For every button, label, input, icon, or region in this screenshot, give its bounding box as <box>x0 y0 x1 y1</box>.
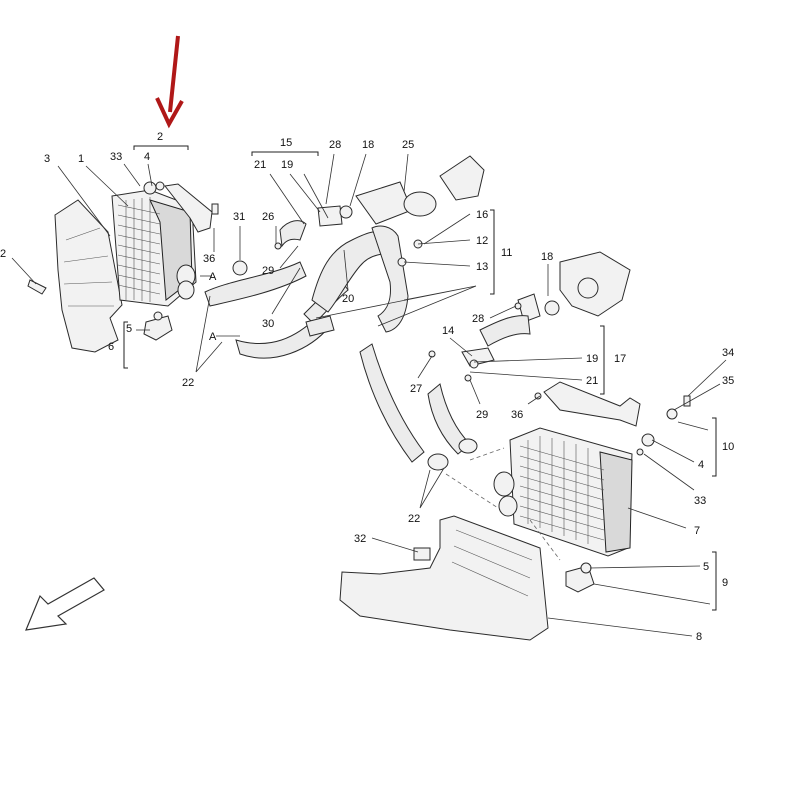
callout-36-left: 36 <box>203 253 215 265</box>
callout-34: 34 <box>722 347 734 359</box>
callout-31: 31 <box>233 211 245 223</box>
callout-19-right: 19 <box>586 353 598 365</box>
callout-1: 1 <box>78 153 84 165</box>
callout-28-top: 28 <box>329 139 341 151</box>
callout-10: 10 <box>722 441 734 453</box>
down-arrow-icon <box>155 35 184 129</box>
callout-labels: 2 3 1 33 4 2 36 A A 5 6 22 15 28 18 25 2… <box>0 131 734 643</box>
callout-25: 25 <box>402 139 414 151</box>
callout-7: 7 <box>694 525 700 537</box>
callout-15: 15 <box>280 137 292 149</box>
callout-18-right: 18 <box>541 251 553 263</box>
callout-11: 11 <box>501 247 512 259</box>
callout-5-left: 5 <box>126 323 132 335</box>
callout-28-right: 28 <box>472 313 484 325</box>
callout-33-left: 33 <box>110 151 122 163</box>
dashed-guides <box>445 447 561 561</box>
left-mount <box>143 311 173 341</box>
callout-21-top: 21 <box>254 159 266 171</box>
callout-22-bottom: 22 <box>408 513 420 525</box>
bolt-left <box>27 203 219 295</box>
right-intercooler <box>493 427 633 557</box>
callout-36-right: 36 <box>511 409 523 421</box>
left-intercooler <box>111 189 197 307</box>
callout-3: 3 <box>44 153 50 165</box>
callout-20: 20 <box>342 293 354 305</box>
callout-12: 12 <box>476 235 488 247</box>
callout-29-right: 29 <box>476 409 488 421</box>
right-small-parts <box>636 395 691 456</box>
callout-21-right: 21 <box>586 375 598 387</box>
direction-arrow-icon <box>25 577 105 631</box>
callout-16: 16 <box>476 209 488 221</box>
callout-17: 17 <box>614 353 626 365</box>
right-duct <box>339 515 549 641</box>
leader-lines <box>11 153 727 637</box>
callout-19-top: 19 <box>281 159 293 171</box>
group-brackets <box>123 145 717 611</box>
callout-14: 14 <box>442 325 454 337</box>
left-bracket <box>143 181 213 233</box>
callout-9: 9 <box>722 577 728 589</box>
callout-5-right: 5 <box>703 561 709 573</box>
right-turbo <box>517 251 631 323</box>
left-air-duct <box>54 199 123 353</box>
callout-A-1: A <box>209 271 217 283</box>
callout-33-right: 33 <box>694 495 706 507</box>
center-hose-assembly <box>232 155 485 333</box>
callout-13: 13 <box>476 261 488 273</box>
callout-4-right: 4 <box>698 459 704 471</box>
callout-35: 35 <box>722 375 734 387</box>
callout-27: 27 <box>410 383 422 395</box>
callout-32: 32 <box>354 533 366 545</box>
callout-2-top: 2 <box>157 131 163 143</box>
callout-6: 6 <box>108 341 114 353</box>
right-hoses <box>305 302 531 471</box>
callout-29-top: 29 <box>262 265 274 277</box>
callout-18-top: 18 <box>362 139 374 151</box>
callout-A-2: A <box>209 331 217 343</box>
right-bracket <box>534 381 641 427</box>
callout-26: 26 <box>262 211 274 223</box>
callout-2-left: 2 <box>0 248 6 260</box>
right-mount <box>413 547 595 593</box>
callout-4-left: 4 <box>144 151 150 163</box>
callout-22-left: 22 <box>182 377 194 389</box>
callout-30: 30 <box>262 318 274 330</box>
callout-8: 8 <box>696 631 702 643</box>
